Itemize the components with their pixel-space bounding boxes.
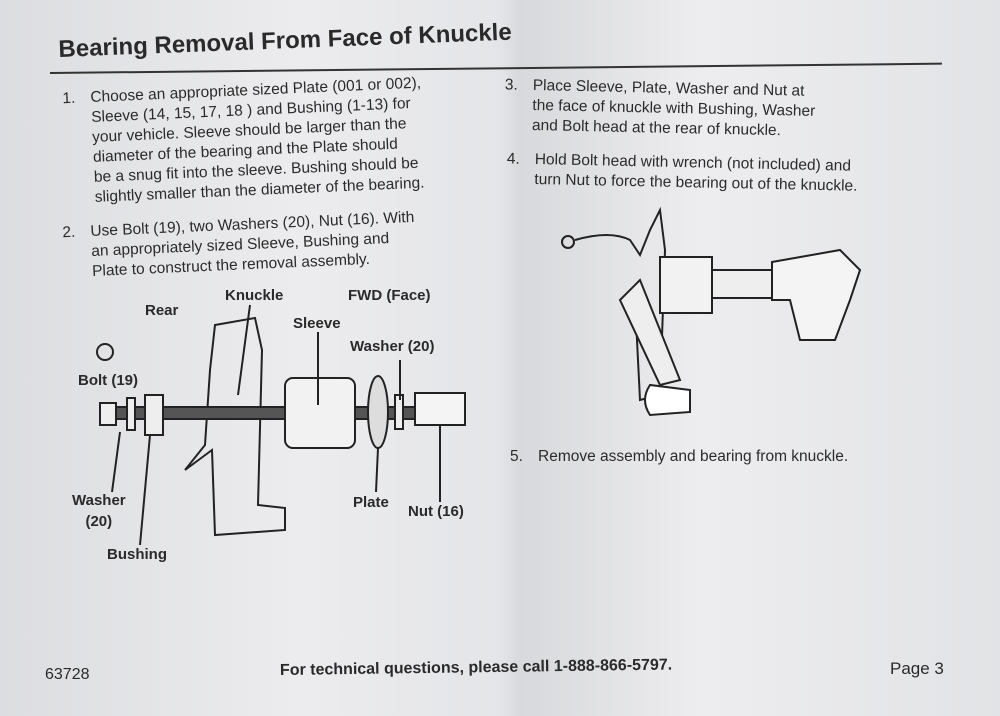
- label-knuckle: Knuckle: [225, 287, 284, 304]
- step-text: Remove assembly and bearing from knuckle…: [538, 448, 849, 465]
- label-bushing: Bushing: [107, 546, 167, 563]
- sleeve: [284, 377, 356, 449]
- label-rear: Rear: [145, 302, 179, 319]
- bolt-head: [99, 402, 117, 426]
- washer-left: [126, 397, 136, 431]
- plate: [367, 375, 389, 449]
- label-plate: Plate: [353, 494, 389, 511]
- step-number: 5.: [510, 448, 523, 465]
- label-washer-right: Washer (20): [350, 338, 435, 355]
- step-5: 5. Remove assembly and bearing from knuck…: [510, 447, 849, 467]
- washer-right: [394, 394, 404, 430]
- label-sleeve: Sleeve: [293, 315, 341, 332]
- wrench-illustration: [561, 206, 862, 417]
- bushing: [144, 394, 164, 436]
- knuckle-shape: [184, 316, 286, 537]
- label-fwd-face: FWD (Face): [348, 287, 431, 304]
- label-bolt: Bolt (19): [78, 372, 138, 389]
- bearing-icon: [96, 343, 114, 361]
- label-washer-left: Washer (20): [72, 492, 126, 530]
- part-number: 63728: [45, 666, 90, 683]
- page-number: Page 3: [890, 659, 944, 678]
- label-nut: Nut (16): [408, 503, 464, 520]
- nut: [414, 392, 466, 426]
